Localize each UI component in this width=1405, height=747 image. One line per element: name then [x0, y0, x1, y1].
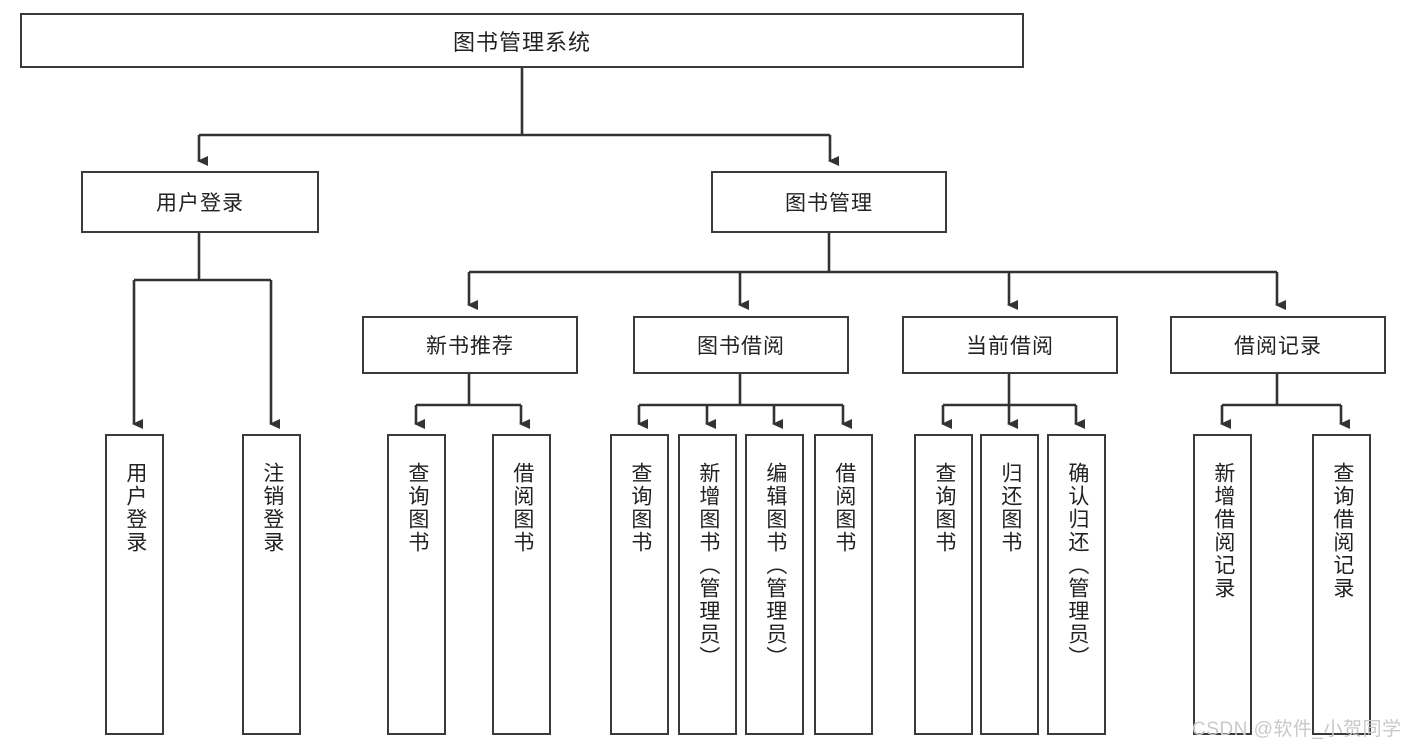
- node-book-borrow[interactable]: 图书借阅: [633, 316, 849, 374]
- node-root-system[interactable]: 图书管理系统: [20, 13, 1024, 68]
- node-label: 图书借阅: [697, 335, 785, 358]
- node-label: 借阅记录: [1234, 335, 1322, 358]
- node-label: 编辑图书（管理员）: [763, 462, 787, 669]
- node-label: 用户登录: [156, 192, 244, 215]
- node-label: 用户登录: [123, 462, 147, 554]
- leaf-new-book-borrow[interactable]: 借阅图书: [492, 434, 551, 735]
- leaf-book-borrow-borrow[interactable]: 借阅图书: [814, 434, 873, 735]
- leaf-current-borrow-query[interactable]: 查询图书: [914, 434, 973, 735]
- node-new-book-recommend[interactable]: 新书推荐: [362, 316, 578, 374]
- leaf-book-borrow-query[interactable]: 查询图书: [610, 434, 669, 735]
- watermark: CSDN @软件_小贺同学: [1192, 719, 1402, 740]
- leaf-current-borrow-return[interactable]: 归还图书: [980, 434, 1039, 735]
- node-label: 新增图书（管理员）: [696, 462, 720, 669]
- leaf-book-borrow-edit[interactable]: 编辑图书（管理员）: [745, 434, 804, 735]
- leaf-user-login-logout[interactable]: 注销登录: [242, 434, 301, 735]
- node-label: 注销登录: [260, 462, 284, 554]
- leaf-borrow-record-query[interactable]: 查询借阅记录: [1312, 434, 1371, 735]
- node-label: 查询图书: [932, 462, 956, 554]
- node-borrow-record[interactable]: 借阅记录: [1170, 316, 1386, 374]
- leaf-book-borrow-add[interactable]: 新增图书（管理员）: [678, 434, 737, 735]
- node-label: 查询图书: [405, 462, 429, 554]
- leaf-borrow-record-add[interactable]: 新增借阅记录: [1193, 434, 1252, 735]
- node-label: 查询借阅记录: [1330, 462, 1354, 600]
- node-label: 新增借阅记录: [1211, 462, 1235, 600]
- node-book-management[interactable]: 图书管理: [711, 171, 947, 233]
- node-current-borrow[interactable]: 当前借阅: [902, 316, 1118, 374]
- leaf-user-login-login[interactable]: 用户登录: [105, 434, 164, 735]
- node-label: 查询图书: [628, 462, 652, 554]
- node-label: 图书管理: [785, 192, 873, 215]
- node-label: 图书管理系统: [452, 29, 591, 55]
- node-label: 新书推荐: [426, 335, 514, 358]
- node-label: 借阅图书: [832, 462, 856, 554]
- leaf-current-borrow-confirm-return[interactable]: 确认归还（管理员）: [1047, 434, 1106, 735]
- node-label: 归还图书: [998, 462, 1022, 554]
- leaf-new-book-query[interactable]: 查询图书: [387, 434, 446, 735]
- node-label: 当前借阅: [966, 335, 1054, 358]
- node-user-login[interactable]: 用户登录: [81, 171, 319, 233]
- node-label: 借阅图书: [510, 462, 534, 554]
- node-label: 确认归还（管理员）: [1065, 462, 1089, 669]
